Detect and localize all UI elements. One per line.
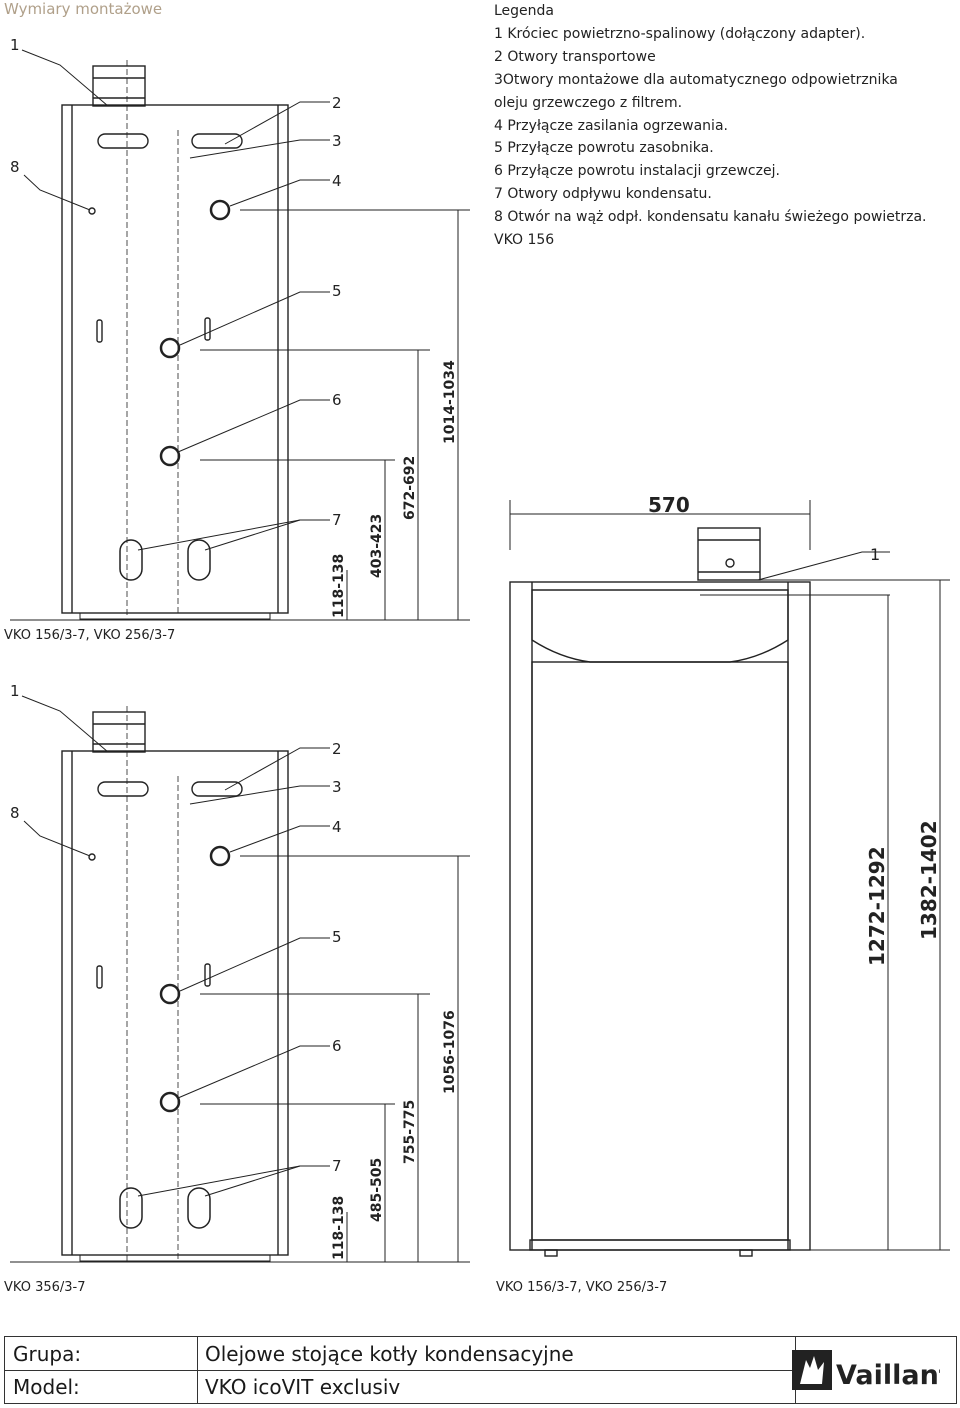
callout-1: 1 (10, 682, 20, 700)
callout-1: 1 (870, 545, 880, 564)
callout-6: 6 (332, 391, 342, 409)
dimension-label: 755-775 (402, 1100, 418, 1164)
side-view-diagram-top: 1 2 3 4 5 6 7 8 118-138 403-423 672-692 … (10, 36, 470, 621)
flue-connector (92, 711, 146, 753)
callout-5: 5 (332, 928, 342, 946)
legend-item: 5 Przyłącze powrotu zasobnika. (494, 140, 714, 157)
callout-7: 7 (332, 511, 342, 529)
legend-item: VKO 156 (494, 232, 555, 249)
group-label: Grupa: (13, 1342, 82, 1366)
cabinet-outline (61, 750, 289, 1256)
callout-8: 8 (10, 158, 20, 176)
legend-item: oleju grzewczego z filtrem. (494, 94, 683, 111)
group-value: Olejowe stojące kotły kondensacyjne (205, 1342, 574, 1366)
diagram-caption: VKO 156/3-7, VKO 256/3-7 (4, 628, 176, 643)
legend-title: Legenda (494, 3, 555, 19)
callout-8: 8 (10, 804, 20, 822)
cabinet-outline (61, 104, 289, 614)
vaillant-logo: Vaillant (792, 1346, 952, 1394)
legend-item: 7 Otwory odpływu kondensatu. (494, 186, 712, 203)
callout-5: 5 (332, 282, 342, 300)
callout-2: 2 (332, 94, 342, 112)
control-panel (531, 589, 789, 663)
dimension-label: 403-423 (369, 514, 385, 578)
legend-item: 1 Króciec powietrzno-spalinowy (dołączon… (494, 25, 866, 42)
model-value: VKO icoVIT exclusiv (205, 1375, 401, 1399)
width-dimension-label: 570 (648, 493, 690, 517)
legend-item: 8 Otwór na wąż odpł. kondensatu kanału ś… (494, 209, 927, 226)
legend-item: 3Otwory montażowe dla automatycznego odp… (494, 71, 898, 88)
callout-2: 2 (332, 740, 342, 758)
callout-1: 1 (10, 36, 20, 54)
legend-item: 6 Przyłącze powrotu instalacji grzewczej… (494, 163, 780, 180)
legend: Legenda 1 Króciec powietrzno-spalinowy (… (494, 0, 926, 252)
section-title: Wymiary montażowe (4, 0, 163, 18)
dimension-label: 485-505 (369, 1158, 385, 1222)
front-view-diagram: 570 1 1272-1292 1382-1402 (509, 493, 950, 1257)
logo-wordmark: Vaillant (836, 1360, 940, 1391)
diagram-caption: VKO 356/3-7 (4, 1280, 86, 1295)
dimension-label: 118-138 (331, 1196, 347, 1260)
callout-6: 6 (332, 1037, 342, 1055)
side-view-diagram-bottom: 1 2 3 4 5 6 7 8 118-138 485-505 755-775 … (10, 682, 470, 1263)
dimension-label: 1272-1292 (865, 846, 889, 966)
dimension-label: 1014-1034 (442, 360, 458, 444)
flue-connector (697, 527, 761, 581)
dimension-label: 1056-1076 (442, 1010, 458, 1094)
model-label: Model: (13, 1375, 80, 1399)
legend-item: 4 Przyłącze zasilania ogrzewania. (494, 117, 728, 134)
callout-3: 3 (332, 132, 342, 150)
dimension-label: 672-692 (402, 456, 418, 520)
dimension-label: 1382-1402 (917, 820, 941, 940)
dimension-label: 118-138 (331, 554, 347, 618)
legend-item: 2 Otwory transportowe (494, 48, 656, 65)
diagram-caption: VKO 156/3-7, VKO 256/3-7 (496, 1280, 668, 1295)
callout-7: 7 (332, 1157, 342, 1175)
boiler-body-outline (509, 581, 811, 1251)
callout-4: 4 (332, 172, 342, 190)
model-row: Model: VKO icoVIT exclusiv (5, 1370, 795, 1404)
callout-3: 3 (332, 778, 342, 796)
info-table: Grupa: Olejowe stojące kotły kondensacyj… (4, 1336, 957, 1404)
group-row: Grupa: Olejowe stojące kotły kondensacyj… (5, 1337, 795, 1371)
flue-connector (92, 65, 146, 107)
callout-4: 4 (332, 818, 342, 836)
